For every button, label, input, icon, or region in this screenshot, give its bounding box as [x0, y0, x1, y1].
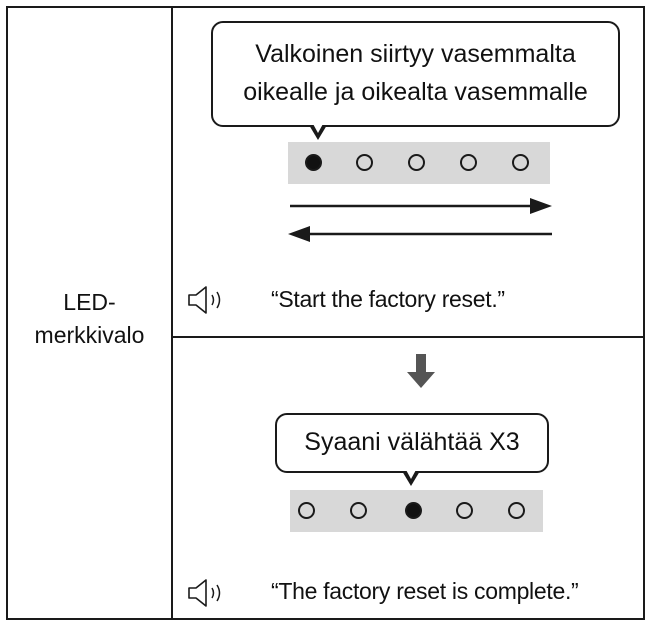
row-label-line1: LED-: [63, 289, 116, 315]
led-indicator: [456, 502, 473, 519]
led-indicator: [350, 502, 367, 519]
bubble-tail: [402, 468, 420, 486]
left-arrow-icon: [288, 226, 552, 242]
bubble-tail: [309, 122, 327, 140]
led-strip-step2: [290, 490, 543, 532]
led-strip-step1: [288, 142, 550, 184]
speech-bubble-step2: Syaani välähtää X3: [275, 413, 549, 486]
led-indicator: [460, 154, 477, 171]
column-divider: [171, 6, 173, 620]
bubble-line2: oikealle ja oikealta vasemmalle: [243, 78, 588, 106]
led-indicator: [508, 502, 525, 519]
bubble-line1: Valkoinen siirtyy vasemmalta: [255, 40, 576, 68]
row-label-line2: merkkivalo: [34, 322, 145, 348]
led-indicator: [408, 154, 425, 171]
speech-bubble-step1: Valkoinen siirtyy vasemmalta oikealle ja…: [211, 21, 620, 140]
led-indicator: [298, 502, 315, 519]
bubble-text: Syaani välähtää X3: [304, 428, 520, 456]
voice-prompt-step1: “Start the factory reset.”: [271, 286, 505, 312]
led-indicator: [405, 502, 422, 519]
speaker-icon: [188, 286, 221, 314]
table-frame: [6, 6, 645, 620]
down-arrow-icon: [407, 354, 435, 388]
led-indicator: [512, 154, 529, 171]
right-arrow-icon: [290, 198, 552, 214]
led-indicator: [305, 154, 322, 171]
speaker-icon: [188, 579, 221, 607]
row-label: LED- merkkivalo: [8, 286, 171, 352]
row-divider: [171, 336, 645, 338]
led-indicator: [356, 154, 373, 171]
voice-prompt-step2: “The factory reset is complete.”: [271, 578, 579, 604]
